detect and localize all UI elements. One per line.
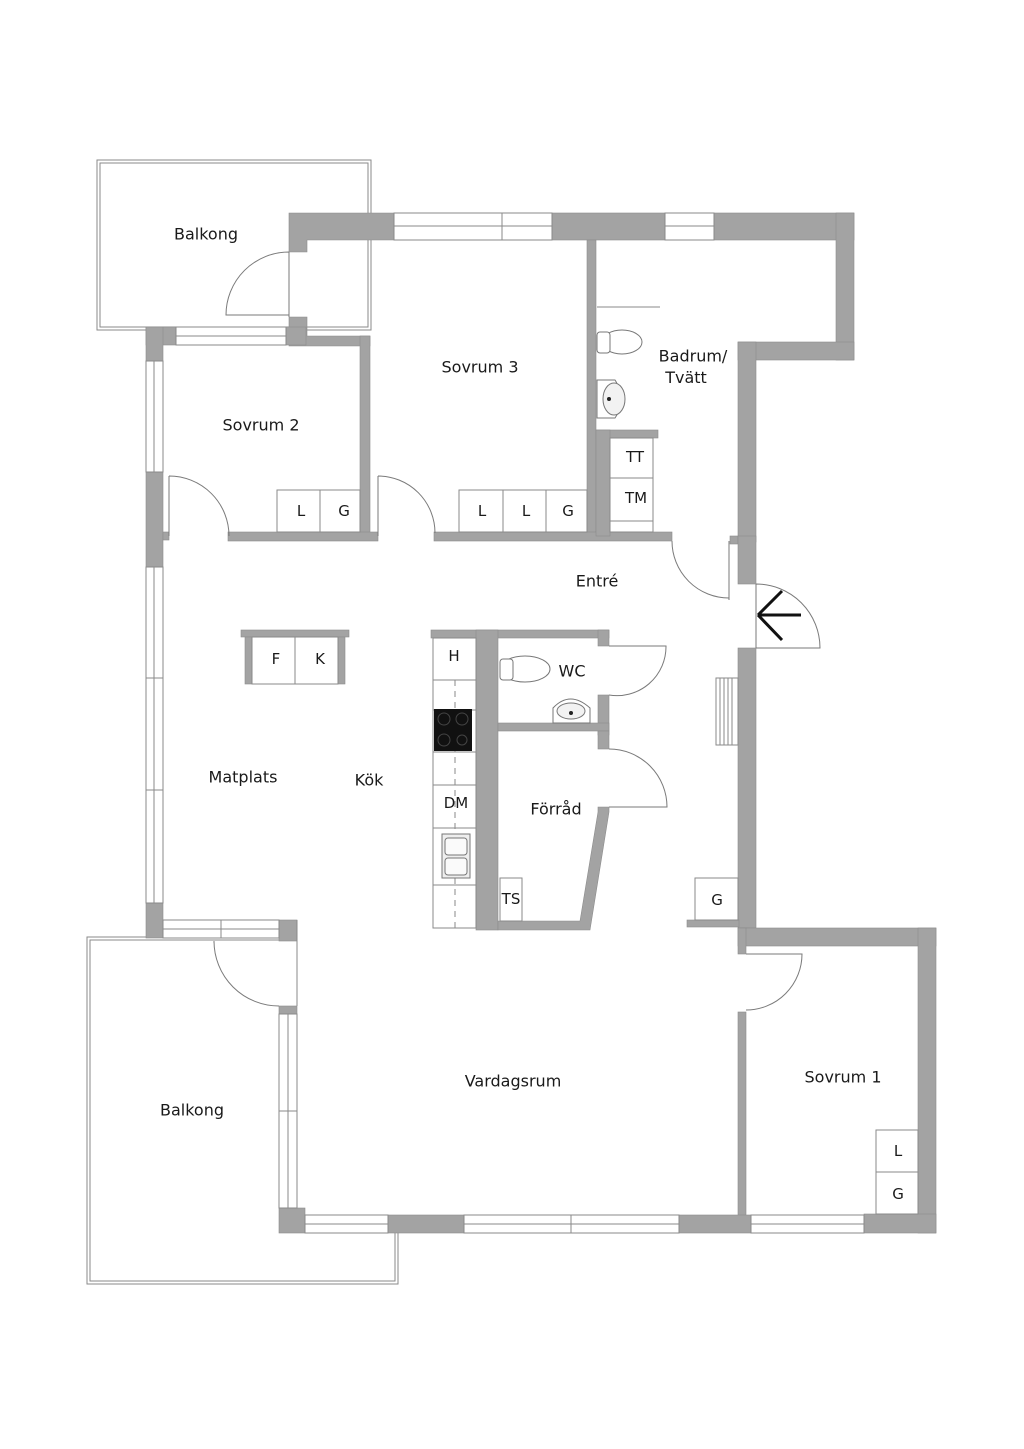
- bathroom-fixtures: [499, 306, 660, 724]
- walls: [145, 212, 937, 1234]
- room-label-badrum-line1: Badrum/: [658, 346, 728, 366]
- room-label-balkong-bottom: Balkong: [159, 1100, 225, 1120]
- arrow-left-entrance-icon: [756, 589, 801, 642]
- storage-label-ts: TS: [501, 890, 521, 908]
- kitchen-sink: [441, 833, 471, 879]
- appliance-label-dm: DM: [443, 794, 469, 812]
- cabinet-label-sov2-l: L: [296, 502, 306, 520]
- room-label-kok: Kök: [354, 770, 384, 790]
- cabinet-label-sov2-g: G: [338, 502, 350, 520]
- room-label-sovrum-2: Sovrum 2: [222, 415, 300, 435]
- cabinet-label-sov3-l2: L: [521, 502, 531, 520]
- appliance-label-f: F: [271, 650, 281, 668]
- room-label-sovrum-3: Sovrum 3: [441, 357, 519, 377]
- stove: [434, 709, 472, 751]
- room-label-sovrum-1: Sovrum 1: [804, 1067, 882, 1087]
- room-label-wc: WC: [558, 661, 586, 681]
- radiator: [715, 677, 739, 746]
- room-label-entre: Entré: [575, 571, 619, 591]
- room-label-matplats: Matplats: [208, 767, 278, 787]
- windows: [145, 212, 865, 1234]
- room-label-forrad: Förråd: [530, 799, 582, 819]
- cabinet-label-entre-g: G: [711, 891, 723, 909]
- room-label-vardagsrum: Vardagsrum: [464, 1071, 562, 1091]
- laundry-label-tt: TT: [625, 448, 645, 466]
- appliance-label-h: H: [448, 647, 460, 665]
- cabinet-label-sov3-g: G: [562, 502, 574, 520]
- cabinets: [251, 437, 919, 1215]
- laundry-label-tm: TM: [624, 489, 648, 507]
- cabinet-label-sov1-g: G: [892, 1185, 904, 1203]
- cabinet-label-sov3-l1: L: [477, 502, 487, 520]
- doors: [168, 251, 821, 1011]
- appliance-label-k: K: [315, 650, 325, 668]
- cabinet-label-sov1-l: L: [893, 1142, 903, 1160]
- balcony-top-outline: [96, 159, 372, 331]
- room-label-balkong-top: Balkong: [173, 224, 239, 244]
- room-label-badrum-line2: Tvätt: [665, 368, 707, 387]
